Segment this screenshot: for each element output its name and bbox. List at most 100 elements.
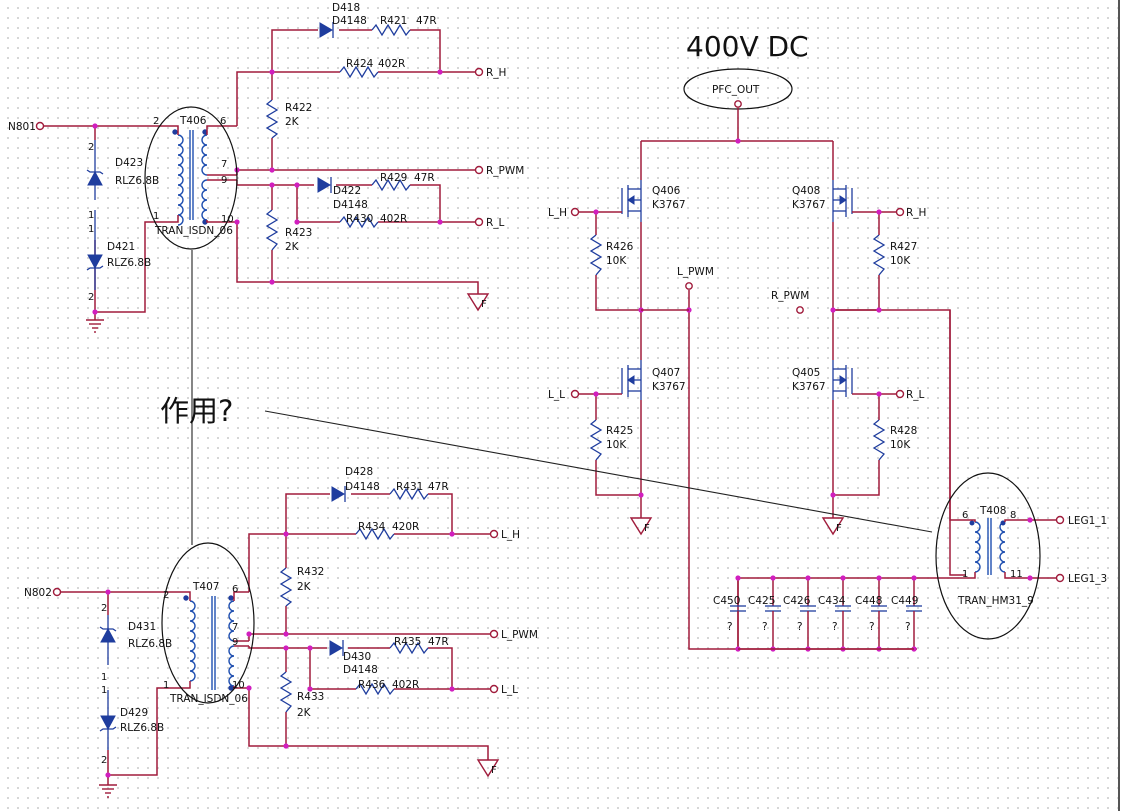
svg-text:F: F (491, 765, 497, 776)
port-r-l (474, 217, 484, 227)
port-r-pwm (474, 165, 484, 175)
zener-diode-d429 (99, 690, 117, 750)
highlight-ellipse (144, 106, 238, 250)
ref-d421: D421 (107, 241, 135, 253)
pin-number: 1 (101, 672, 107, 683)
ref-r426: R426 (606, 241, 634, 253)
value-c449: ? (905, 621, 911, 633)
port-r-l (895, 389, 905, 399)
net-label: R_L (486, 217, 505, 229)
diode-d418 (319, 22, 334, 38)
ground-symbol: F (821, 517, 845, 536)
pin-number: 6 (232, 584, 238, 595)
value-d418: D4148 (332, 15, 367, 27)
value-q407: K3767 (652, 381, 686, 393)
value-r433: 2K (297, 707, 312, 719)
port-r-pwm (796, 306, 804, 314)
net-label: R_PWM (771, 290, 809, 302)
zener-diode-d431 (99, 615, 117, 665)
port-l-h (570, 207, 580, 217)
highlight-ellipse (935, 472, 1041, 640)
value-r435: 47R (428, 636, 449, 648)
resistor-r425 (589, 419, 603, 461)
value-r425: 10K (606, 439, 627, 451)
port-l-l (489, 684, 499, 694)
value-r436: 402R (392, 679, 419, 691)
value-d431: RLZ6.8B (128, 638, 172, 650)
ref-r423: R423 (285, 227, 312, 239)
pin-number: 2 (153, 116, 159, 127)
diode-d428 (331, 486, 346, 502)
value-d421: RLZ6.8B (107, 257, 151, 269)
zener-diode-d421 (86, 210, 104, 290)
svg-text:F: F (836, 523, 842, 534)
resistor-r422 (265, 99, 279, 139)
ref-r431: R431 (396, 481, 423, 493)
resistor-r424 (339, 65, 379, 79)
upper-gate-drive-circuit: N801 2 1 1 2 D423 RLZ6.8B D421 RLZ6.8B 2… (8, 2, 524, 333)
port-l-l (570, 389, 580, 399)
ref-t406: T406 (179, 115, 207, 127)
resistor-r435 (389, 641, 429, 655)
value-c425: ? (762, 621, 768, 633)
annotation-pointer-line (264, 410, 933, 533)
net-label: L_L (548, 389, 565, 401)
ref-q405: Q405 (792, 367, 820, 379)
ref-c448: C448 (855, 595, 882, 607)
ref-r429: R429 (380, 172, 407, 184)
value-d429: RLZ6.8B (120, 722, 164, 734)
svg-text:F: F (644, 523, 650, 534)
port-n801 (35, 121, 45, 131)
pin-number: 1 (962, 569, 968, 580)
ref-r436: R436 (358, 679, 386, 691)
pin-number: 8 (1010, 510, 1016, 521)
value-r428: 10K (890, 439, 911, 451)
h-bridge-circuit: 400V DC PFC_OUT L_H Q406 K3767 R426 10K … (548, 30, 966, 650)
resistor-r423 (265, 209, 279, 251)
pin-number: 11 (1010, 569, 1023, 580)
port-l-pwm (489, 629, 499, 639)
ground-symbol (86, 319, 104, 333)
value-r427: 10K (890, 255, 911, 267)
capacitor-symbol (871, 575, 887, 652)
capacitor-symbol (835, 575, 851, 652)
port-leg1-1 (1055, 515, 1065, 525)
ref-r430: R430 (346, 213, 373, 225)
value-r429: 47R (414, 172, 435, 184)
ref-c426: C426 (783, 595, 811, 607)
output-transformer-circuit: 6 1 8 11 T408 TRAN_HM31_9 LEG1_1 LEG1_3 (935, 310, 1107, 640)
port-l-h (489, 529, 499, 539)
value-r430: 402R (380, 213, 407, 225)
ref-c450: C450 (713, 595, 740, 607)
value-r426: 10K (606, 255, 627, 267)
ref-r433: R433 (297, 691, 324, 703)
ref-t408: T408 (979, 505, 1006, 517)
net-label: R_PWM (486, 165, 524, 177)
pin-number: 9 (221, 175, 227, 186)
value-c426: ? (797, 621, 803, 633)
port-r-h (895, 207, 905, 217)
capacitor-symbol (906, 575, 922, 652)
pin-number: 10 (232, 680, 245, 691)
resistor-r433 (279, 671, 293, 713)
transformer-t408 (966, 518, 1056, 579)
ref-d428: D428 (345, 466, 373, 478)
capacitor-symbol (800, 575, 816, 652)
ref-d429: D429 (120, 707, 148, 719)
port-leg1-3 (1055, 573, 1065, 583)
ref-d422: D422 (333, 185, 361, 197)
resistor-r436 (355, 682, 395, 696)
resistor-r430 (339, 215, 379, 229)
pin-number: 1 (163, 680, 169, 691)
net-label: N802 (24, 587, 52, 599)
svg-text:F: F (481, 299, 487, 310)
ref-t407: T407 (192, 581, 219, 593)
port-n802 (52, 587, 62, 597)
pin-number: 10 (221, 214, 234, 225)
value-q408: K3767 (792, 199, 826, 211)
value-c434: ? (832, 621, 838, 633)
capacitor-symbol (765, 575, 781, 652)
pin-number: 6 (220, 116, 226, 127)
ref-r422: R422 (285, 102, 312, 114)
value-r422: 2K (285, 116, 300, 128)
